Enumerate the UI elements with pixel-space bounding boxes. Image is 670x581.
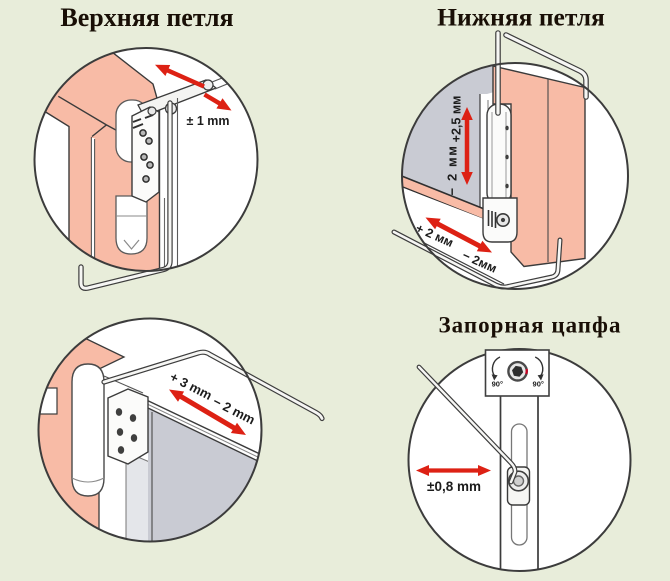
svg-text:Верхняя петля: Верхняя петля — [60, 3, 233, 32]
svg-text:Запорная цапфа: Запорная цапфа — [439, 313, 622, 338]
svg-text:+2,5 мм: +2,5 мм — [450, 96, 464, 143]
svg-text:90°: 90° — [492, 379, 503, 388]
svg-text:− 2 мм: − 2 мм — [444, 145, 459, 196]
svg-text:±0,8 mm: ±0,8 mm — [427, 479, 481, 494]
svg-text:90°: 90° — [533, 379, 544, 388]
svg-text:± 1 mm: ± 1 mm — [187, 114, 230, 128]
svg-text:Нижняя петля: Нижняя петля — [437, 3, 605, 32]
